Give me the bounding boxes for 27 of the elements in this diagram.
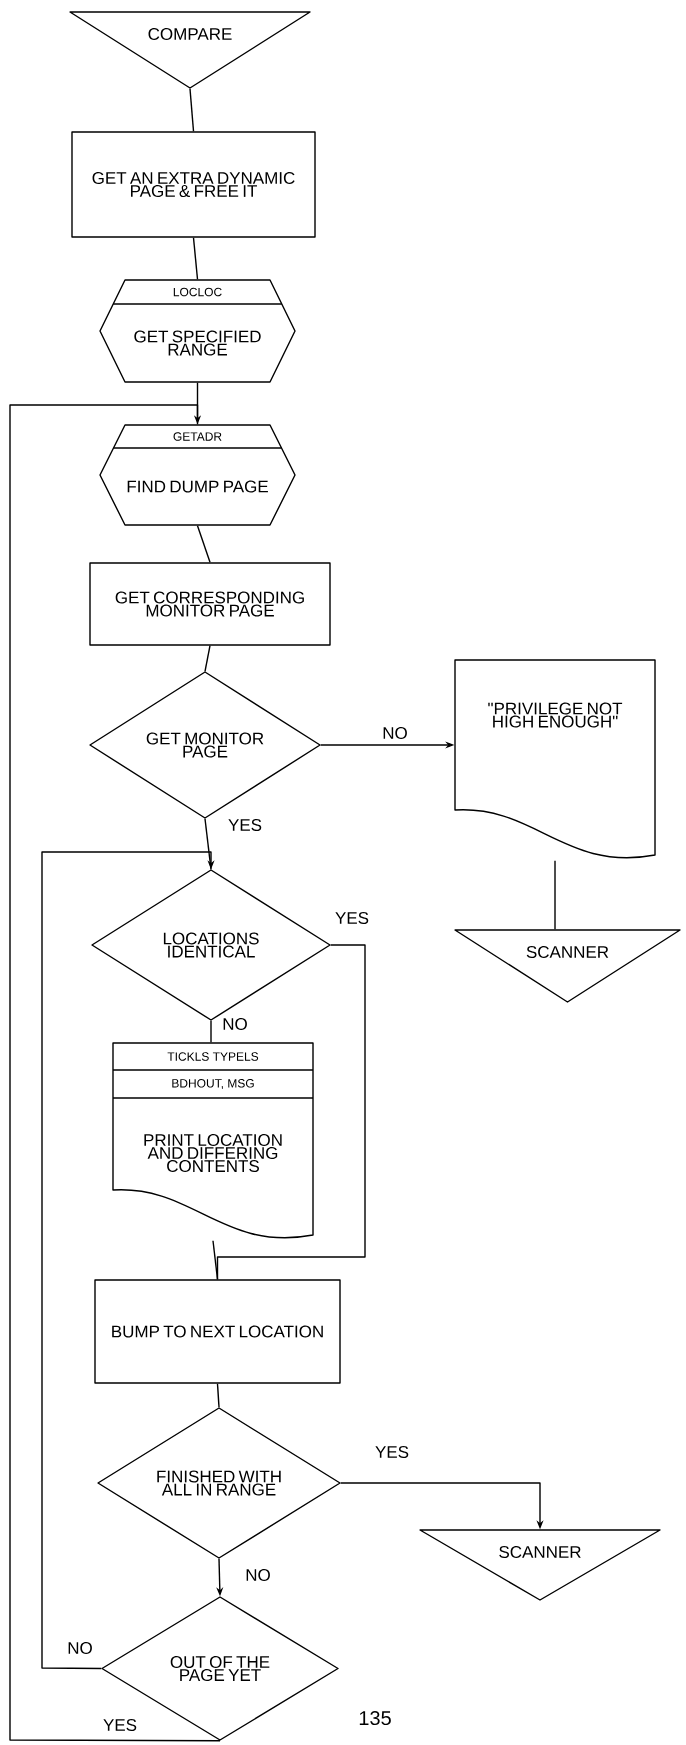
terminal-triangle: COMPARE [69,11,311,89]
connector [189,88,195,132]
connector [41,851,215,1670]
connector [212,1240,219,1280]
edge-label: YES [334,911,370,926]
process-box: GET CORRESPONDING MONITOR PAGE [89,562,331,646]
edge-label: NO [381,726,409,741]
connector [210,1020,212,1043]
edge-label: YES [102,1718,138,1733]
edge-label: YES [374,1445,410,1460]
connector [216,1383,220,1408]
terminal-triangle: SCANNER [454,929,681,1003]
preparation-hexagon: GETADR FIND DUMP PAGE [99,424,296,526]
process-box: GET AN EXTRA DYNAMIC PAGE & FREE IT [71,131,316,238]
connector [196,525,211,563]
connector [204,645,211,672]
connector [192,237,199,280]
page-number: 135 [359,1710,391,1726]
process-box: BUMP TO NEXT LOCATION [94,1279,341,1384]
edge-label: YES [227,818,263,833]
connector [9,404,221,1742]
edge-label: NO [244,1568,272,1583]
terminal-triangle: SCANNER [419,1529,661,1601]
connector [554,860,556,930]
preparation-hexagon: LOCLOC GET SPECIFIED RANGE [99,279,296,383]
connector [204,818,212,870]
edge-label: NO [66,1641,94,1656]
